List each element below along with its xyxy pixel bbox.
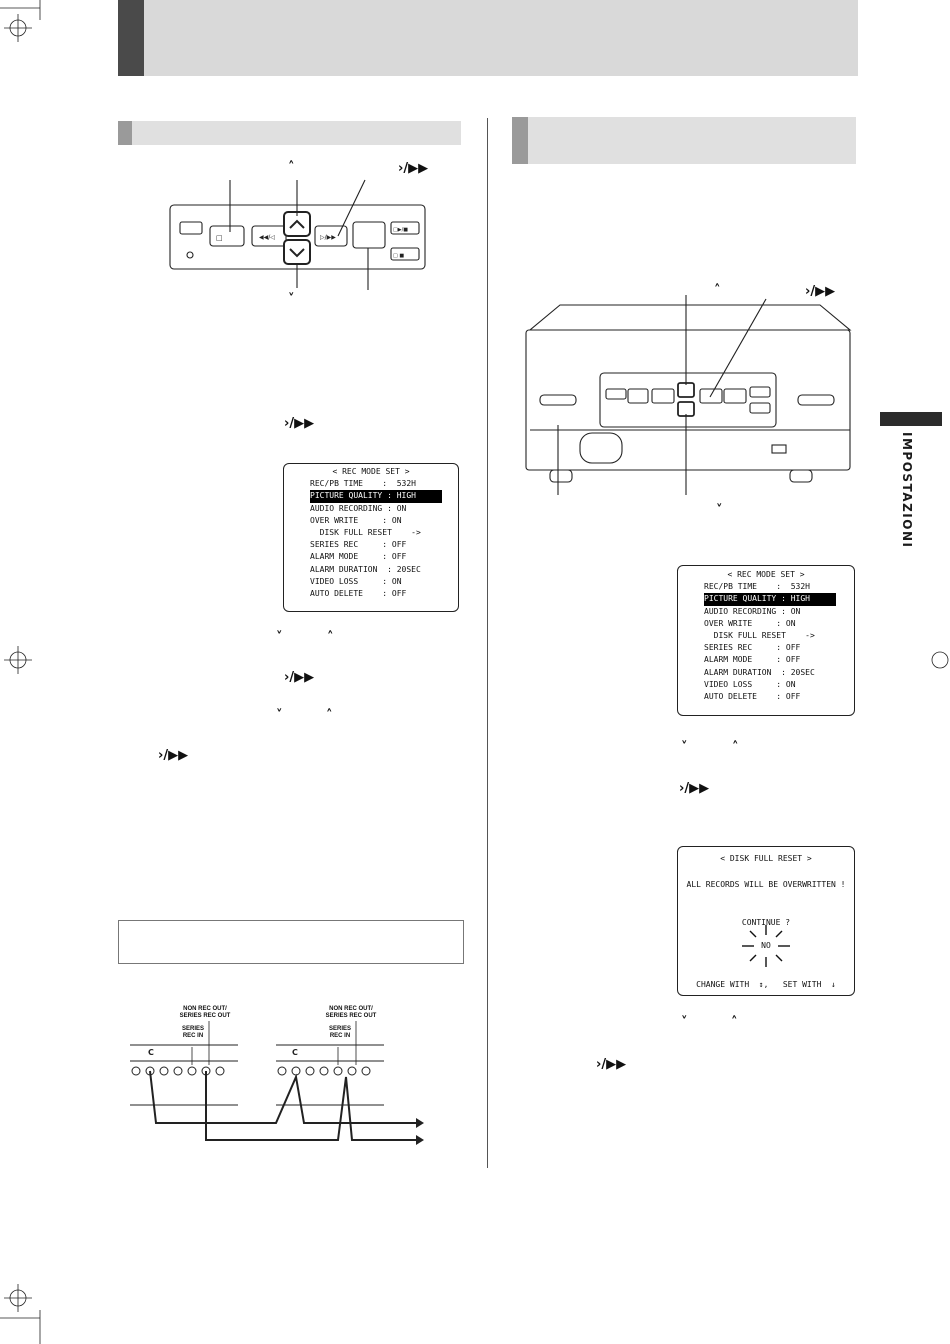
up-key-callout: ˄ (288, 160, 295, 175)
down-symbol-3: ˅ (681, 740, 688, 755)
side-tab-label: IMPOSTAZIONI (900, 432, 914, 549)
wiring-label-series-1: SERIES REC IN (181, 1026, 204, 1039)
svg-text:C: C (292, 1048, 298, 1057)
play-ff-key-callout: ›/▶▶ (398, 161, 429, 176)
osd-row: AUTO DELETE : OFF (310, 589, 407, 599)
osd-row: REC/PB TIME : 532H (310, 479, 416, 489)
up-symbol-3: ˄ (732, 740, 739, 755)
up-key-callout-right: ˄ (714, 283, 721, 298)
column-divider (487, 118, 488, 1168)
wiring-label-nonrec-2: NON REC OUT/ SERIES REC OUT (325, 1006, 377, 1019)
down-symbol-2: ˅ (276, 708, 283, 723)
osd-reset-value: NO (761, 941, 771, 950)
osd-row: VIDEO LOSS : ON (704, 679, 796, 689)
play-ff-symbol-3: ›/▶▶ (158, 748, 189, 763)
play-ff-key-callout-right: ›/▶▶ (805, 284, 836, 299)
down-symbol-4: ˅ (681, 1015, 688, 1030)
svg-text:C: C (148, 1048, 154, 1057)
osd-title: < REC MODE SET > (727, 570, 805, 579)
osd-row: ALARM DURATION : 20SEC (310, 564, 421, 574)
osd-row: REC/PB TIME : 532H (704, 582, 810, 592)
osd-row: ALARM MODE : OFF (310, 552, 407, 562)
up-symbol-2: ˄ (326, 708, 333, 723)
side-tab-marker (880, 412, 942, 426)
recorder-illustration (525, 295, 852, 495)
play-ff-symbol-5: ›/▶▶ (596, 1057, 627, 1072)
info-box (118, 920, 464, 964)
svg-text:□: □ (216, 234, 223, 242)
down-key-callout-right: ˅ (716, 503, 723, 518)
osd-row-highlight: PICTURE QUALITY : HIGH (704, 593, 836, 606)
down-key-callout: ˅ (288, 292, 295, 307)
osd-row: AUTO DELETE : OFF (704, 692, 801, 702)
osd-row: SERIES REC : OFF (310, 540, 407, 550)
front-panel-illustration: □ ◀◀/◁ ▷/▶▶ □▶/■ □ ■ (169, 179, 426, 290)
play-ff-symbol-1: ›/▶▶ (284, 416, 315, 431)
wiring-label-nonrec-1: NON REC OUT/ SERIES REC OUT (179, 1006, 231, 1019)
osd-title: < REC MODE SET > (332, 467, 410, 476)
play-ff-symbol-4: ›/▶▶ (679, 781, 710, 796)
osd-reset-title: < DISK FULL RESET > (720, 854, 812, 863)
svg-text:□▶/■: □▶/■ (393, 227, 408, 233)
osd-reset-footer: CHANGE WITH ↕, SET WITH ↓ (696, 980, 836, 989)
wiring-diagram: C C (130, 1021, 424, 1145)
osd-row: SERIES REC : OFF (704, 643, 801, 653)
osd-row: OVER WRITE : ON (310, 515, 402, 525)
osd-row: ALARM MODE : OFF (704, 655, 801, 665)
osd-row: VIDEO LOSS : ON (310, 576, 402, 586)
svg-text:▷/▶▶: ▷/▶▶ (320, 234, 336, 241)
osd-row: DISK FULL RESET -> (310, 528, 421, 538)
osd-disk-full-reset: < DISK FULL RESET > ALL RECORDS WILL BE … (677, 846, 855, 996)
osd-rec-mode-right: < REC MODE SET > REC/PB TIME : 532H PICT… (677, 565, 855, 716)
wiring-label-series-2: SERIES REC IN (328, 1026, 351, 1039)
osd-reset-message: ALL RECORDS WILL BE OVERWRITTEN ! (686, 880, 846, 889)
up-symbol-4: ˄ (731, 1015, 738, 1030)
blink-star-icon (742, 925, 790, 967)
osd-row: DISK FULL RESET -> (704, 631, 815, 641)
right-section-bar (512, 117, 856, 164)
left-section-bar (118, 121, 461, 145)
right-section-accent (512, 117, 528, 164)
osd-row: OVER WRITE : ON (704, 618, 796, 628)
down-symbol-1: ˅ (276, 630, 283, 645)
header-accent (118, 0, 144, 76)
svg-text:◀◀/◁: ◀◀/◁ (259, 234, 275, 241)
osd-row-highlight: PICTURE QUALITY : HIGH (310, 490, 442, 503)
left-section-accent (118, 121, 132, 145)
osd-row: AUDIO RECORDING : ON (310, 503, 407, 513)
osd-reset-question: CONTINUE ? (741, 918, 791, 927)
osd-row: AUDIO RECORDING : ON (704, 606, 801, 616)
play-ff-symbol-2: ›/▶▶ (284, 670, 315, 685)
header-bar (118, 0, 858, 76)
svg-text:□ ■: □ ■ (393, 253, 404, 259)
osd-rec-mode-left: < REC MODE SET > REC/PB TIME : 532H PICT… (283, 463, 459, 612)
up-symbol-1: ˄ (327, 630, 334, 645)
osd-row: ALARM DURATION : 20SEC (704, 667, 815, 677)
